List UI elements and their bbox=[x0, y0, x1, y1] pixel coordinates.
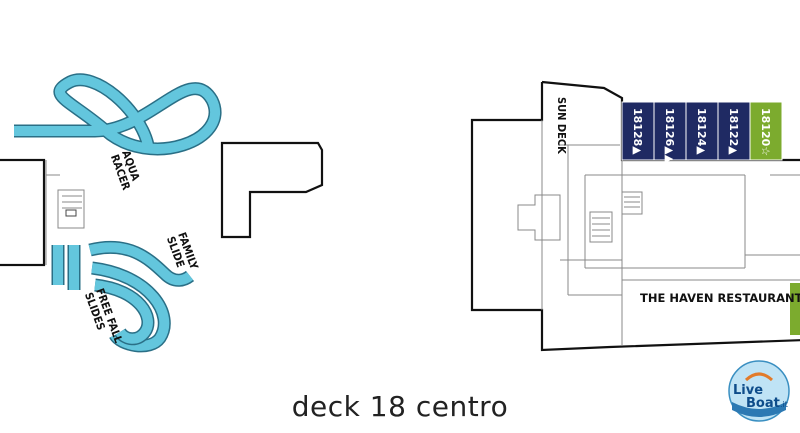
deck-caption: deck 18 centro bbox=[291, 390, 509, 423]
cabin-number: 18126▲▲ bbox=[663, 108, 676, 164]
cabin-number: 18124▲ bbox=[695, 108, 708, 155]
left-stairs-icon bbox=[57, 189, 85, 229]
l-shaped-structure bbox=[220, 141, 324, 239]
cabin-18120[interactable]: 18120☆ bbox=[749, 101, 783, 161]
cabin-18124[interactable]: 18124▲ bbox=[685, 101, 719, 161]
right-stairs-icon-1 bbox=[589, 211, 613, 243]
right-stairs-icon-2 bbox=[621, 191, 643, 215]
restaurant-label: THE HAVEN RESTAURANT bbox=[640, 291, 800, 305]
cabin-number: 18128▲ bbox=[631, 108, 644, 155]
sun-deck-label: SUN DECK bbox=[555, 97, 568, 154]
aqua-racer-slide bbox=[14, 73, 222, 156]
cabin-18128[interactable]: 18128▲ bbox=[621, 101, 655, 161]
suite-strip bbox=[790, 283, 800, 335]
free-fall-slides bbox=[51, 245, 171, 353]
logo-suffix-text: .it bbox=[780, 400, 788, 409]
family-slide-label: FAMILY SLIDE bbox=[164, 231, 201, 272]
family-slide bbox=[88, 240, 195, 287]
cabin-18122[interactable]: 18122▲ bbox=[717, 101, 751, 161]
cabin-block bbox=[749, 101, 783, 161]
cabin-18126[interactable]: 18126▲▲ bbox=[653, 101, 687, 164]
cabin-number: 18122▲ bbox=[727, 108, 740, 155]
left-structure bbox=[0, 158, 85, 267]
logo-boat-text: Boat bbox=[746, 396, 780, 411]
liveboat-logo: Live Boat .it bbox=[728, 360, 790, 422]
cabin-block bbox=[717, 101, 751, 161]
cabin-block bbox=[653, 101, 687, 161]
cabin-block bbox=[685, 101, 719, 161]
cabin-block bbox=[621, 101, 655, 161]
left-hull-block bbox=[0, 158, 46, 267]
hull-outline bbox=[470, 82, 800, 352]
aqua-racer-label: AQUA RACER bbox=[108, 149, 142, 193]
logo-live-text: Live bbox=[733, 383, 763, 398]
cabin-row: 18128▲ 18126▲▲ 18124▲ 18122▲ 18120☆ bbox=[621, 101, 783, 164]
cabin-number: 18120☆ bbox=[759, 108, 772, 156]
